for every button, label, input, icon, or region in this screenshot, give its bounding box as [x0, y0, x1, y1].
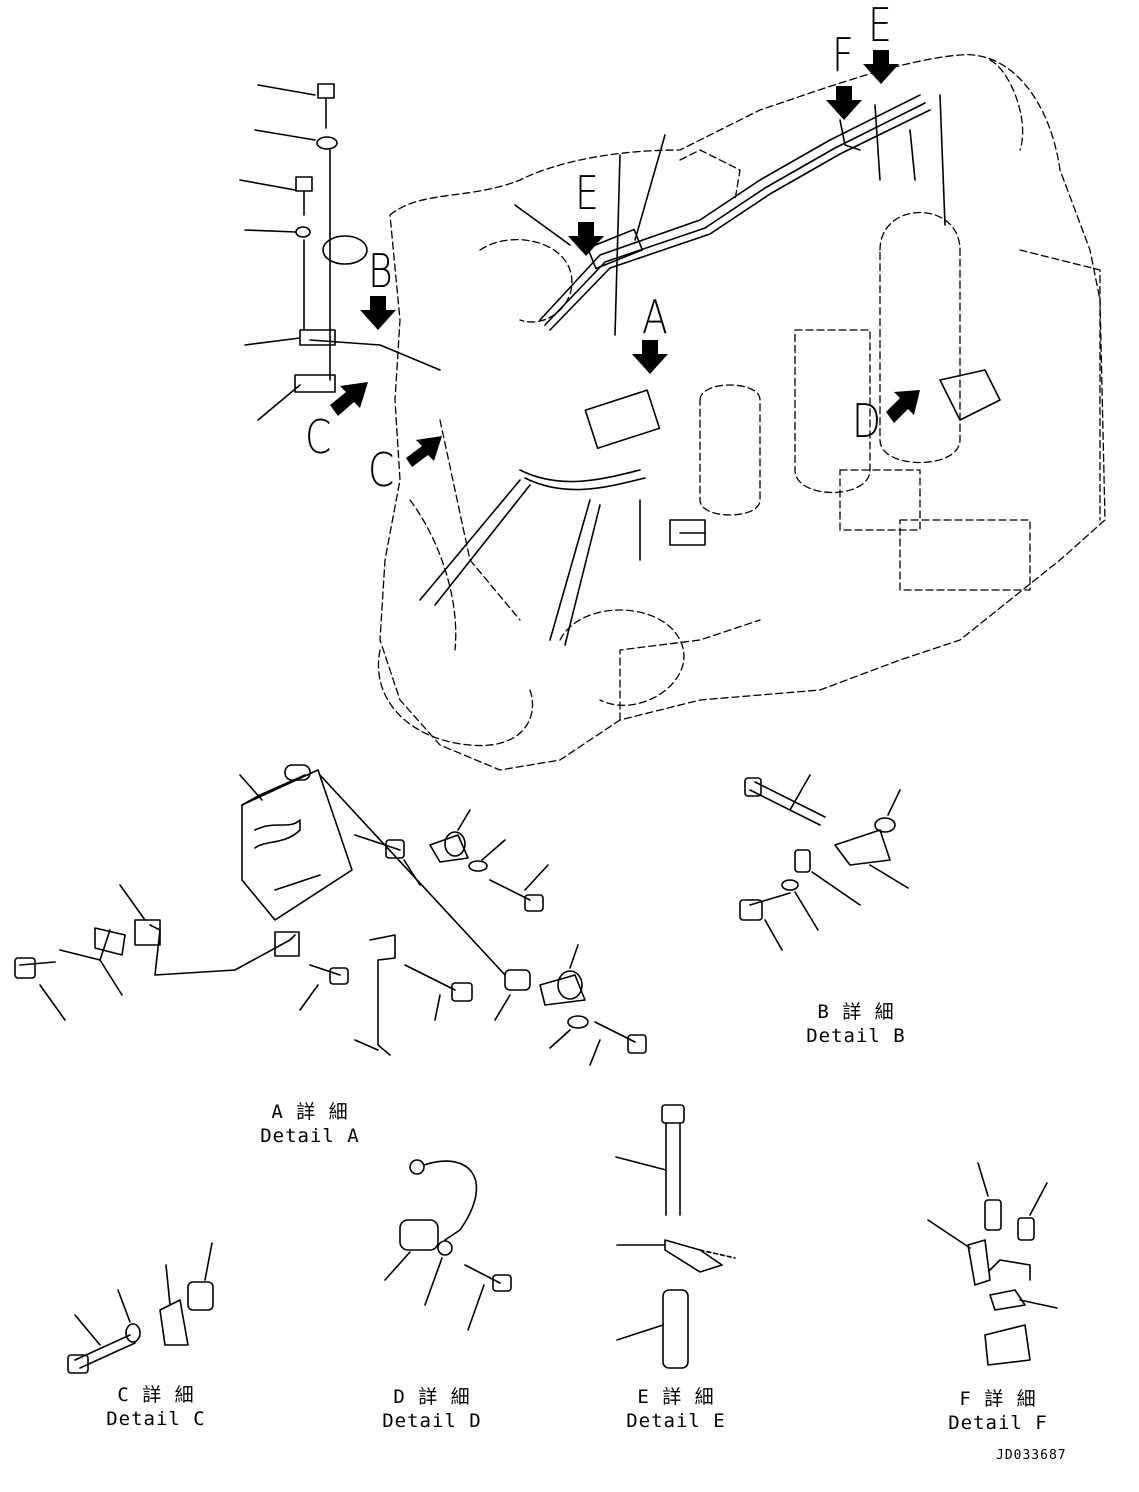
detail-f-caption-jp: F 詳 細: [959, 1388, 1037, 1410]
detail-c-caption: C 詳 細 Detail C: [96, 1383, 216, 1431]
detail-d-caption-jp: D 詳 細: [393, 1386, 471, 1408]
detail-d-caption: D 詳 細 Detail D: [372, 1385, 492, 1433]
detail-d-drawing: [384, 1159, 512, 1331]
engine-outline: [377, 54, 1106, 771]
detail-c-drawing: [67, 1242, 214, 1374]
detail-e-caption-en: Detail E: [626, 1410, 726, 1432]
detail-a-caption-en: Detail A: [260, 1125, 360, 1147]
detail-d-caption-en: Detail D: [382, 1410, 482, 1432]
detail-a-caption: A 詳 細 Detail A: [250, 1100, 370, 1148]
detail-b-caption-en: Detail B: [806, 1025, 906, 1047]
callout-label-b: B: [368, 244, 393, 298]
callout-arrows: [330, 50, 920, 467]
detail-b-caption-jp: B 詳 細: [817, 1001, 895, 1023]
detail-c-caption-jp: C 詳 細: [117, 1384, 195, 1406]
callout-label-e-2: E: [868, 0, 892, 52]
detail-a-drawing: [14, 764, 647, 1066]
wire-harness-top: [539, 94, 946, 331]
detail-e-caption: E 詳 細 Detail E: [616, 1385, 736, 1433]
callout-label-a: A: [642, 290, 668, 344]
detail-f-caption-en: Detail F: [948, 1412, 1048, 1434]
left-part-column: [239, 83, 368, 421]
detail-c-caption-en: Detail C: [106, 1408, 206, 1430]
drawing-code: JD033687: [996, 1448, 1067, 1463]
detail-b-caption: B 詳 細 Detail B: [796, 1000, 916, 1048]
detail-f-drawing: [927, 1162, 1058, 1366]
callout-label-e-1: E: [575, 166, 599, 220]
detail-f-caption: F 詳 細 Detail F: [938, 1387, 1058, 1435]
leader-lines-main: [514, 134, 706, 534]
detail-b-drawing: [739, 774, 909, 951]
callout-label-d: D: [852, 394, 882, 448]
wire-harness-lower: [309, 339, 1001, 646]
detail-a-caption-jp: A 詳 細: [271, 1101, 349, 1123]
callout-label-c-2: C: [368, 443, 395, 497]
callout-label-c-1: C: [305, 410, 332, 464]
callout-label-f: F: [832, 28, 854, 82]
detail-e-caption-jp: E 詳 細: [637, 1386, 715, 1408]
detail-e-drawing: [615, 1104, 736, 1369]
